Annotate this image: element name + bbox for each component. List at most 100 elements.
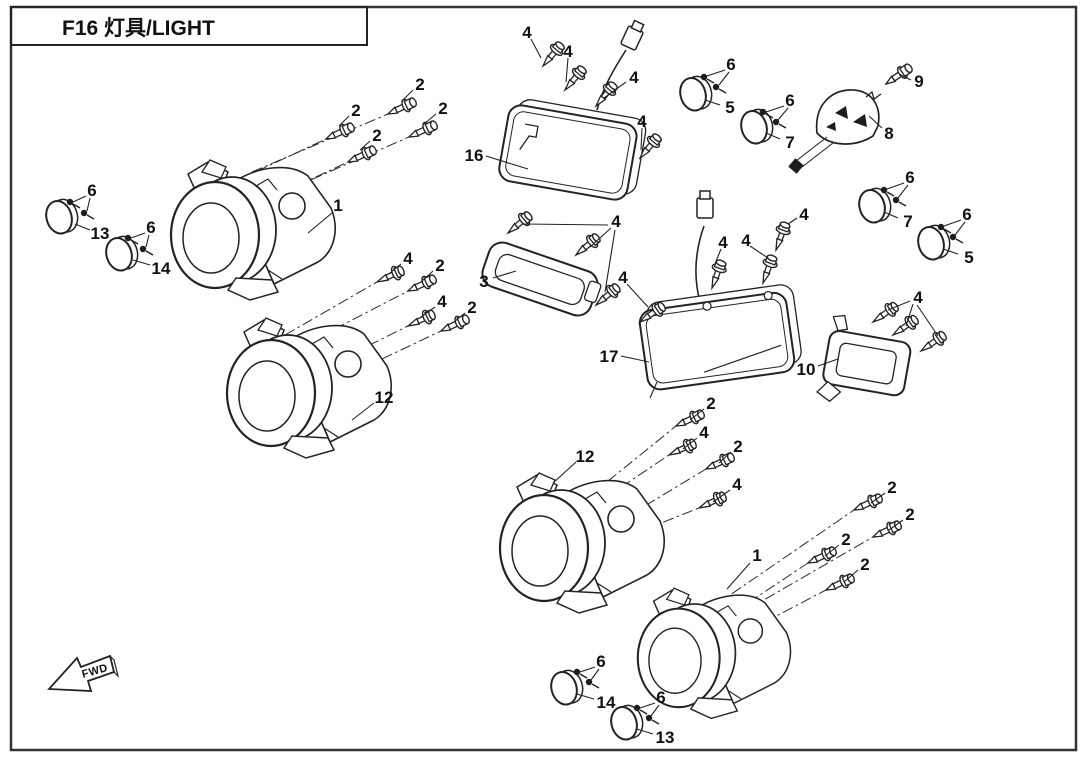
leader-line (401, 89, 414, 102)
leader-line (338, 115, 350, 127)
leader-line (824, 544, 840, 557)
pin-screw-icon (892, 196, 907, 207)
leader-line (883, 211, 899, 219)
leader-line (523, 223, 609, 226)
callout-2: 2 (887, 478, 896, 497)
callout-6: 6 (656, 688, 665, 707)
leader-line (423, 113, 437, 125)
callout-4: 4 (732, 475, 742, 494)
group-round-lamps-right: 6 7 6 5 (854, 168, 974, 267)
callout-4: 4 (718, 233, 728, 252)
leader-line (576, 693, 595, 700)
group-headlamp-12-bottom: 2 4 2 4 12 (498, 394, 743, 615)
group-taillamp-16: 4 4 4 4 16 (465, 18, 665, 201)
leader-line (916, 304, 939, 337)
reflector-disc (675, 72, 717, 115)
callout-2: 2 (905, 505, 914, 524)
leader-line (777, 107, 789, 121)
leader-line (579, 666, 596, 673)
wire-connector (696, 190, 714, 219)
leader-line (905, 303, 914, 327)
leader-line (898, 73, 912, 81)
leader-line (954, 221, 966, 236)
leader-line (492, 270, 517, 279)
leader-line (942, 248, 959, 255)
fwd-arrow (47, 654, 116, 692)
bolt-icon (344, 142, 380, 169)
callout-4: 4 (913, 288, 923, 307)
callout-14: 14 (597, 693, 616, 712)
callout-14: 14 (152, 259, 171, 278)
callout-4: 4 (611, 212, 621, 231)
leader-line (943, 219, 962, 227)
lamp-detail (835, 106, 848, 119)
screw-icon (570, 230, 604, 262)
leader-line (706, 69, 726, 77)
fwd-arrow-side (109, 655, 120, 678)
leader-line (726, 562, 751, 590)
callout-2: 2 (435, 256, 444, 275)
pin-screw-icon (585, 678, 600, 689)
leader-line (589, 227, 612, 248)
leader-line (565, 57, 569, 83)
leader-line (552, 461, 577, 484)
leader-line (649, 381, 658, 399)
callout-4: 4 (741, 231, 751, 250)
group-taillamp-17: 4 4 4 4 17 (600, 190, 809, 399)
callout-6: 6 (905, 168, 914, 187)
bolt-icon (322, 119, 358, 146)
callout-6: 6 (785, 91, 794, 110)
leader-line (887, 300, 911, 311)
leader-line (787, 217, 798, 225)
leader-line (765, 105, 785, 113)
pin-screw-icon (139, 245, 154, 256)
callout-4: 4 (629, 68, 639, 87)
stem-tip (788, 158, 804, 174)
leader-line (626, 283, 649, 308)
callout-2: 2 (860, 555, 869, 574)
pin-screw-icon (645, 714, 660, 725)
headlamp-unit (169, 158, 337, 302)
callout-2: 2 (706, 394, 715, 413)
reflector-disc (913, 221, 955, 264)
bracket-body (481, 241, 602, 317)
title-box (10, 6, 368, 46)
callout-17: 17 (600, 347, 619, 366)
callout-13: 13 (91, 224, 110, 243)
callout-12: 12 (576, 447, 595, 466)
callout-2: 2 (438, 99, 447, 118)
leader-line (359, 140, 371, 151)
pin-screw-icon (772, 118, 787, 129)
leader-line (636, 728, 654, 735)
bracket-body (816, 314, 912, 403)
leader-line (689, 408, 705, 421)
callout-2: 2 (351, 101, 360, 120)
screw-icon (916, 327, 950, 358)
callout-3: 3 (479, 272, 488, 291)
reflector-disc (854, 184, 896, 227)
callout-2: 2 (415, 75, 424, 94)
centerline (251, 113, 389, 173)
page-border (9, 5, 1078, 752)
reflector-disc (546, 666, 588, 709)
leader-line (389, 263, 402, 274)
pin-screw-icon (80, 209, 95, 220)
callout-6: 6 (962, 205, 971, 224)
callout-9: 9 (914, 72, 923, 91)
leader-line (640, 127, 643, 151)
callout-10: 10 (797, 360, 816, 379)
callout-13: 13 (656, 728, 675, 747)
leader-line (843, 569, 859, 583)
leader-line (130, 232, 146, 239)
headlamp-unit (498, 471, 666, 615)
leader-line (351, 402, 375, 421)
bolt-icon (822, 570, 858, 597)
leader-line (718, 451, 732, 464)
screw-icon (768, 219, 794, 254)
callout-2: 2 (372, 126, 381, 145)
callout-4: 4 (618, 268, 628, 287)
leader-line (132, 259, 151, 266)
callout-4: 4 (403, 249, 413, 268)
